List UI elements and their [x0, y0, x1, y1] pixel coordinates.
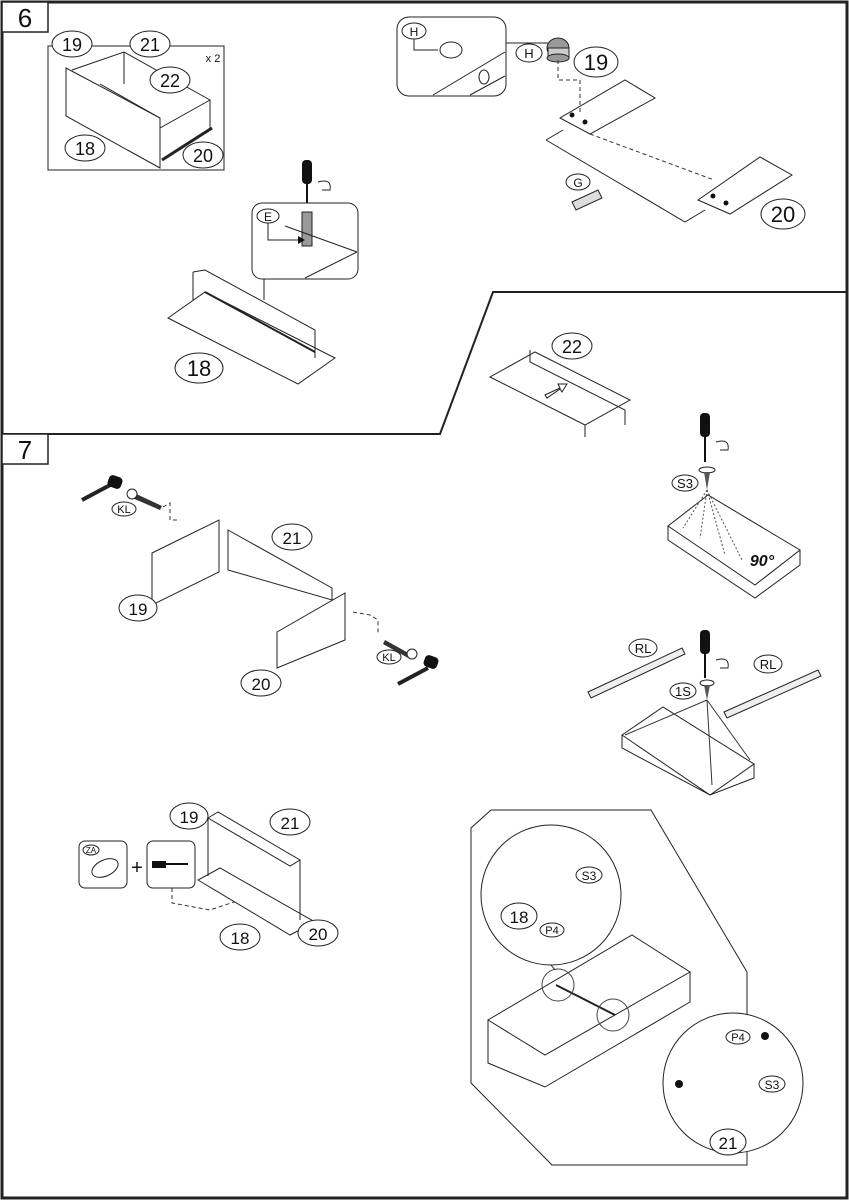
screw-label-s3: S3 — [677, 476, 693, 491]
dowel-label-g: G — [573, 176, 582, 190]
screw-label-1s: 1S — [675, 684, 691, 699]
accessory-label-za: ZA — [86, 846, 97, 855]
cam-fitting-h-detail: H H — [396, 16, 570, 97]
base-assembly-step: ZA + 19 21 18 20 — [78, 802, 339, 951]
part-label-19-base: 19 — [180, 808, 199, 827]
step-6-number: 6 — [18, 3, 32, 33]
part-label-21-detail: 21 — [719, 1134, 738, 1153]
part-label-21-frame: 21 — [283, 529, 302, 548]
part-label-22: 22 — [160, 71, 180, 91]
part-label-20-base: 20 — [309, 925, 328, 944]
part-label-18: 18 — [75, 139, 95, 159]
step-7-number: 7 — [18, 435, 32, 465]
part-label-20-panel: 20 — [771, 202, 795, 227]
part-label-18-detail: 18 — [510, 908, 529, 927]
runner-step: RL 1S RL — [587, 630, 822, 796]
fitting-label-h-repeat: H — [524, 46, 533, 61]
part-label-22-base: 22 — [562, 337, 582, 357]
screw-s3-step: S3 90° — [667, 413, 801, 599]
bolt-label-kl-right: KL — [382, 652, 395, 664]
part-label-19: 19 — [62, 35, 82, 55]
part-label-21: 21 — [140, 35, 160, 55]
part-label-19-panel: 19 — [584, 50, 608, 75]
part-label-18-panel: 18 — [187, 356, 211, 381]
dowel-g: G — [565, 173, 603, 211]
side-panel-20: 20 — [545, 129, 806, 230]
part-label-19-frame: 19 — [129, 600, 148, 619]
side-panel-19: 19 — [557, 46, 657, 135]
runner-label-rl-left: RL — [635, 641, 652, 656]
drawer-base-22: 22 — [488, 332, 632, 437]
fitting-label-h: H — [410, 25, 419, 39]
runner-label-rl-right: RL — [760, 657, 777, 672]
step-divider — [2, 291, 847, 435]
plus-sign: + — [131, 857, 143, 879]
step-6-badge: 6 — [1, 1, 49, 33]
part-label-18-base: 18 — [231, 929, 250, 948]
quantity-multiplier: x 2 — [206, 53, 221, 65]
part-label-20: 20 — [193, 146, 213, 166]
part-label-20-frame: 20 — [252, 675, 271, 694]
bolt-label-kl-left: KL — [117, 504, 130, 516]
pin-label-p4-top: P4 — [545, 925, 558, 937]
detail-panel: S3 18 P4 P4 S3 21 — [470, 809, 804, 1166]
fitting-e-detail: E — [251, 202, 359, 300]
screw-label-s3-top: S3 — [582, 869, 597, 883]
pin-label-p4-bottom: P4 — [731, 1032, 744, 1044]
screw-label-s3-bottom: S3 — [765, 1078, 780, 1092]
bottom-panel-18: 18 — [167, 269, 336, 385]
step-7-badge: 7 — [1, 433, 49, 465]
fitting-label-e: E — [264, 210, 272, 224]
drawer-overview-inset: x 2 19 21 22 18 20 — [47, 30, 225, 171]
part-label-21-base: 21 — [281, 814, 300, 833]
angle-label-90: 90° — [750, 553, 775, 570]
frame-assembly: KL 19 21 20 KL — [81, 475, 439, 697]
